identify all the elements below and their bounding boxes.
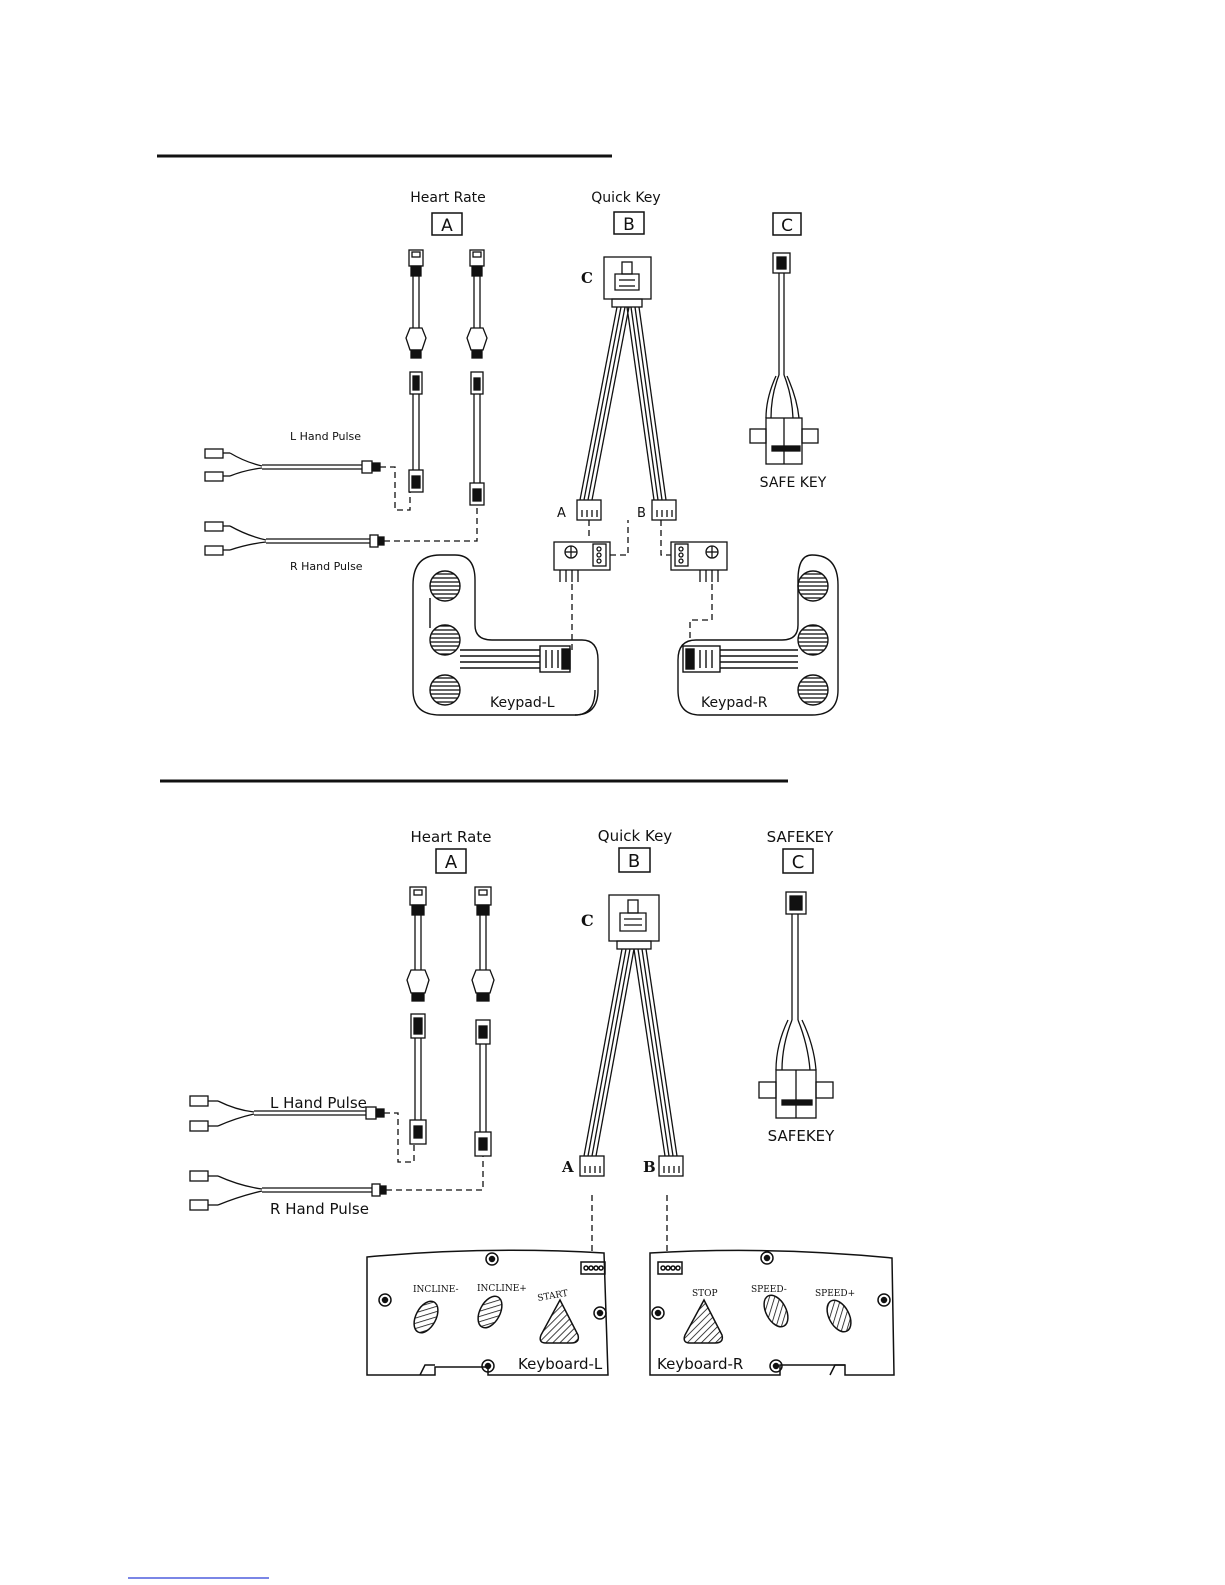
heart-rate-cable-right-2: [472, 887, 494, 1156]
end-b-label: B: [637, 506, 646, 521]
heart-rate-cable-left: [406, 250, 426, 492]
quick-key-harness: [577, 257, 676, 520]
heart-rate-label: Heart Rate: [410, 190, 486, 206]
keyboard-r-label: Keyboard-R: [657, 1355, 743, 1373]
safekey-top-label: SAFEKEY: [767, 828, 834, 846]
heart-rate-label-2: Heart Rate: [411, 828, 492, 846]
l-hand-pulse-label: L Hand Pulse: [290, 430, 361, 443]
speed-plus-label[interactable]: SPEED+: [815, 1289, 855, 1299]
stop-label[interactable]: STOP: [692, 1289, 718, 1299]
heart-rate-cable-right: [467, 250, 487, 505]
safekey-bottom-label: SAFEKEY: [768, 1127, 835, 1145]
box-c-2-letter: C: [792, 852, 805, 873]
safe-key-cable: [750, 253, 818, 464]
incline-plus-label[interactable]: INCLINE+: [477, 1284, 527, 1294]
safekey-cable-2: [759, 892, 833, 1118]
l-hand-pulse-label-2: L Hand Pulse: [270, 1094, 367, 1112]
keypad-r-label: Keypad-R: [701, 695, 768, 711]
r-hand-pulse-cable: [205, 505, 477, 555]
end-b-label-2: B: [643, 1158, 656, 1176]
l-hand-pulse-cable: [205, 449, 410, 510]
safe-key-label: SAFE KEY: [760, 475, 827, 491]
end-a-label: A: [557, 506, 566, 521]
quick-key-connector-c-label: C: [581, 269, 593, 287]
speed-minus-label[interactable]: SPEED-: [751, 1285, 787, 1295]
keypad-l-label: Keypad-L: [490, 695, 555, 711]
box-b-2-letter: B: [628, 851, 640, 872]
keypad-l-module: [554, 542, 610, 582]
keypad-r: [678, 555, 838, 715]
keyboard-l-label: Keyboard-L: [518, 1355, 603, 1373]
keypad-r-module: [671, 542, 727, 582]
keypad-l: [413, 555, 598, 715]
box-a-letter: A: [441, 216, 453, 236]
quick-key-harness-2: [580, 895, 683, 1176]
end-a-label-2: A: [561, 1158, 574, 1176]
box-a-2-letter: A: [445, 852, 458, 873]
r-hand-pulse-label: R Hand Pulse: [290, 560, 363, 573]
quick-key-label-2: Quick Key: [598, 827, 673, 845]
box-b-letter: B: [623, 215, 635, 235]
heart-rate-cable-left-2: [407, 887, 429, 1144]
box-c-letter: C: [781, 216, 793, 236]
r-hand-pulse-label-2: R Hand Pulse: [270, 1200, 369, 1218]
quick-key-label: Quick Key: [591, 190, 660, 206]
quick-key-connector-c-label-2: C: [581, 911, 594, 930]
incline-minus-label[interactable]: INCLINE-: [413, 1285, 459, 1295]
dashed-links-1: [572, 520, 712, 650]
